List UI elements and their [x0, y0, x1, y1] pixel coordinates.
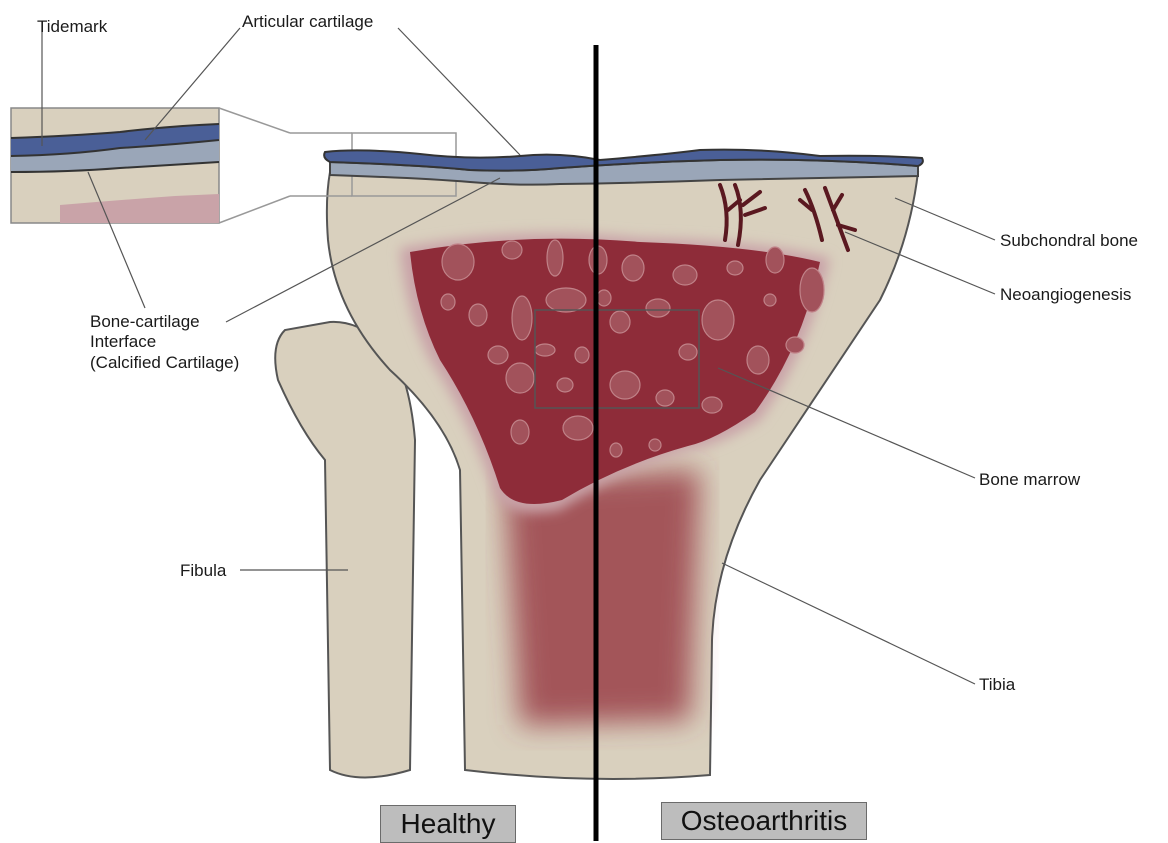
fibula-shape	[275, 322, 415, 778]
label-bone-cartilage-line3: (Calcified Cartilage)	[90, 353, 280, 373]
panel-label-osteoarthritis: Osteoarthritis	[661, 802, 867, 840]
label-tidemark: Tidemark	[37, 17, 107, 37]
label-bone-cartilage-interface: Bone-cartilage Interface (Calcified Cart…	[90, 312, 280, 373]
panel-label-healthy: Healthy	[380, 805, 516, 843]
label-neoangiogenesis: Neoangiogenesis	[1000, 285, 1131, 305]
cartilage-inset	[11, 108, 352, 223]
label-fibula: Fibula	[180, 561, 226, 581]
label-bone-cartilage-line1: Bone-cartilage	[90, 312, 280, 332]
label-subchondral-bone: Subchondral bone	[1000, 231, 1138, 251]
label-articular-cartilage: Articular cartilage	[242, 12, 373, 32]
label-bone-cartilage-line2: Interface	[90, 332, 280, 352]
label-bone-marrow: Bone marrow	[979, 470, 1080, 490]
label-tibia: Tibia	[979, 675, 1015, 695]
